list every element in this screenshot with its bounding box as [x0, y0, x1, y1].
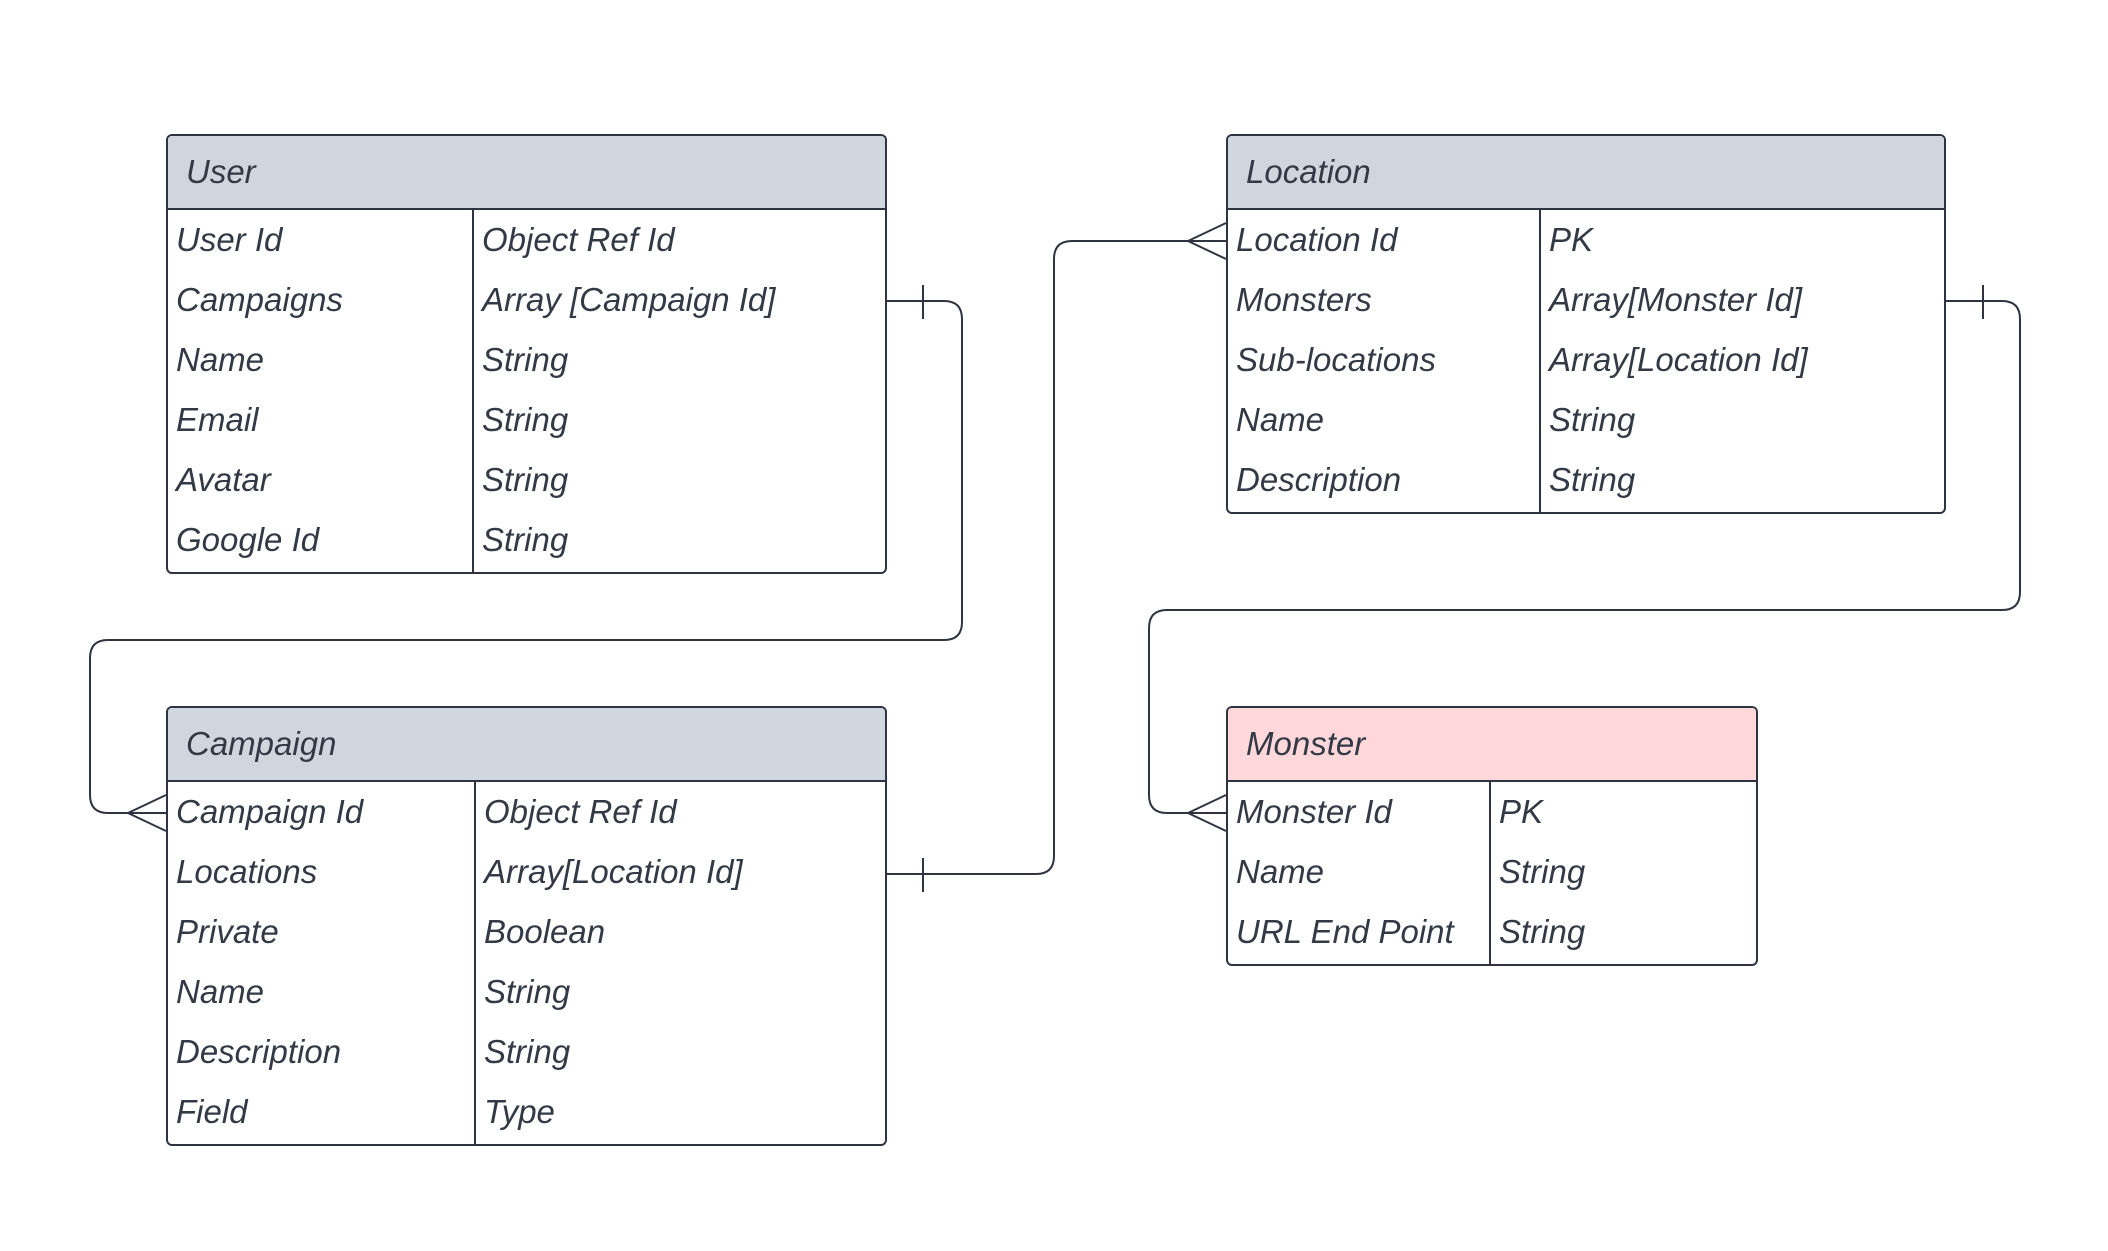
field-type: Object Ref Id [484, 793, 677, 830]
field-name: Monster Id [1236, 793, 1392, 830]
field-name: Sub-locations [1236, 341, 1436, 378]
field-type: String [1549, 461, 1636, 498]
entity-header: Monster [1228, 708, 1756, 782]
field-type: Boolean [484, 913, 606, 950]
field-type: String [482, 521, 569, 558]
entity-header: Location [1228, 136, 1944, 210]
field-type: String [482, 461, 569, 498]
field-type: PK [1549, 221, 1594, 258]
connector-user-campaign [89, 300, 963, 814]
field-row[interactable]: User Id Object Ref Id [168, 210, 885, 270]
field-row[interactable]: Google Id String [168, 510, 885, 570]
field-name: Name [1236, 401, 1325, 438]
column-divider [1539, 210, 1541, 512]
field-type: Object Ref Id [482, 221, 675, 258]
field-name: Google Id [176, 521, 320, 558]
field-row[interactable]: Avatar String [168, 450, 885, 510]
field-type: String [1499, 913, 1586, 950]
field-type: Array[Monster Id] [1549, 281, 1803, 318]
field-row[interactable]: Campaign Id Object Ref Id [168, 782, 885, 842]
field-row[interactable]: URL End Point String [1228, 902, 1756, 962]
entity-fields: Campaign Id Object Ref Id Locations Array[… [168, 782, 885, 1144]
field-type: String [484, 1033, 571, 1070]
many-marker-campaign-id [127, 794, 167, 832]
entity-fields: User Id Object Ref Id Campaigns Array [Cam… [168, 210, 885, 572]
entity-title: Monster [1246, 725, 1366, 762]
field-name: Description [1236, 461, 1402, 498]
field-name: Location Id [1236, 221, 1398, 258]
field-name: Description [176, 1033, 342, 1070]
field-name: Avatar [176, 461, 271, 498]
field-name: Email [176, 401, 259, 438]
field-name: Name [176, 341, 265, 378]
field-type: String [482, 401, 569, 438]
field-type: Array [Campaign Id] [482, 281, 776, 318]
field-row[interactable]: Name String [168, 962, 885, 1022]
entity-campaign[interactable]: Campaign Campaign Id Object Ref Id Locati… [166, 706, 887, 1146]
field-name: URL End Point [1236, 913, 1454, 950]
entity-header: User [168, 136, 885, 210]
field-name: Name [176, 973, 265, 1010]
field-name: Field [176, 1093, 248, 1130]
field-name: Monsters [1236, 281, 1372, 318]
field-type: PK [1499, 793, 1544, 830]
field-name: Name [1236, 853, 1325, 890]
column-divider [472, 210, 474, 572]
connector-campaign-location [887, 240, 1226, 875]
field-name: Private [176, 913, 279, 950]
field-row[interactable]: Sub-locations Array[Location Id] [1228, 330, 1944, 390]
field-name: Locations [176, 853, 318, 890]
entity-title: User [186, 153, 256, 190]
field-row[interactable]: Description String [168, 1022, 885, 1082]
entity-location[interactable]: Location Location Id PK Monsters Array[Mon… [1226, 134, 1946, 514]
entity-header: Campaign [168, 708, 885, 782]
field-type: Type [484, 1093, 555, 1130]
column-divider [1489, 782, 1491, 964]
field-type: Array[Location Id] [484, 853, 743, 890]
entity-user[interactable]: User User Id Object Ref Id Campaigns Array… [166, 134, 887, 574]
field-type: String [1499, 853, 1586, 890]
entity-title: Location [1246, 153, 1371, 190]
connector-location-monster [1148, 300, 2021, 814]
field-row[interactable]: Name String [168, 330, 885, 390]
field-row[interactable]: Monster Id PK [1228, 782, 1756, 842]
field-row[interactable]: Campaigns Array [Campaign Id] [168, 270, 885, 330]
field-type: Array[Location Id] [1549, 341, 1808, 378]
field-name: Campaigns [176, 281, 343, 318]
many-marker-monster-id [1187, 794, 1227, 832]
field-row[interactable]: Private Boolean [168, 902, 885, 962]
many-marker-location-id [1187, 222, 1227, 260]
field-row[interactable]: Locations Array[Location Id] [168, 842, 885, 902]
field-row[interactable]: Field Type [168, 1082, 885, 1142]
field-row[interactable]: Name String [1228, 842, 1756, 902]
field-row[interactable]: Name String [1228, 390, 1944, 450]
field-type: String [1549, 401, 1636, 438]
field-type: String [482, 341, 569, 378]
entity-title: Campaign [186, 725, 337, 762]
field-row[interactable]: Description String [1228, 450, 1944, 510]
field-name: Campaign Id [176, 793, 364, 830]
field-row[interactable]: Monsters Array[Monster Id] [1228, 270, 1944, 330]
field-row[interactable]: Email String [168, 390, 885, 450]
column-divider [474, 782, 476, 1144]
field-row[interactable]: Location Id PK [1228, 210, 1944, 270]
field-type: String [484, 973, 571, 1010]
field-name: User Id [176, 221, 283, 258]
